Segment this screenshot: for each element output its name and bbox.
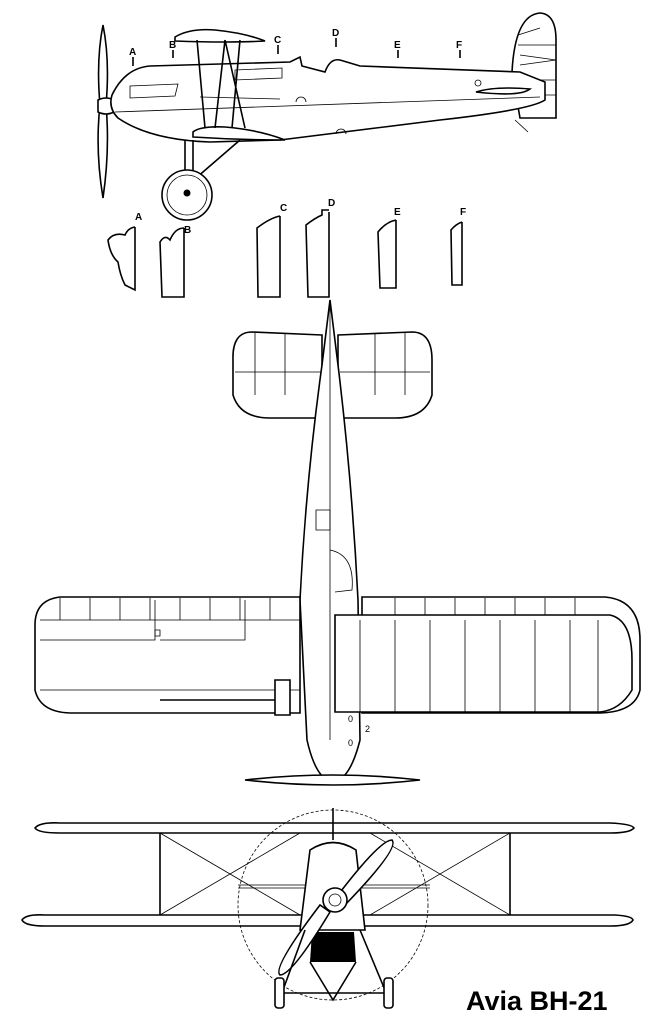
tailplane	[232, 331, 323, 419]
lower-wing-side	[192, 126, 286, 141]
station-label-e: E	[394, 40, 401, 51]
top-view: 0 0 2	[34, 299, 641, 786]
marking-0b: 0	[348, 738, 353, 748]
station-label-d: D	[332, 28, 339, 39]
propeller-top	[244, 774, 421, 786]
station-label-c: C	[274, 35, 281, 46]
marking-0a: 0	[348, 714, 353, 724]
section-label-f: F	[460, 207, 466, 218]
marking-2: 2	[365, 724, 370, 734]
section-label-d: D	[328, 198, 335, 209]
side-view: A B C D E F	[97, 12, 557, 221]
left-wheel	[274, 977, 285, 1009]
station-label-f: F	[456, 40, 462, 51]
cross-sections: A B C D E F	[107, 198, 466, 298]
fuselage-front	[299, 841, 366, 931]
fuselage	[110, 55, 546, 143]
section-label-b: B	[184, 225, 191, 236]
section-label-e: E	[394, 207, 401, 218]
upper-wing-side	[174, 28, 266, 43]
upper-wing-front	[34, 822, 635, 834]
section-label-c: C	[280, 203, 287, 214]
front-view	[21, 808, 635, 1009]
aircraft-title: Avia BH-21	[466, 986, 608, 1016]
station-label-a: A	[129, 47, 136, 58]
station-label-b: B	[169, 40, 176, 51]
upper-wing-top	[34, 596, 301, 714]
section-label-a: A	[135, 212, 142, 223]
right-wheel	[383, 977, 394, 1009]
